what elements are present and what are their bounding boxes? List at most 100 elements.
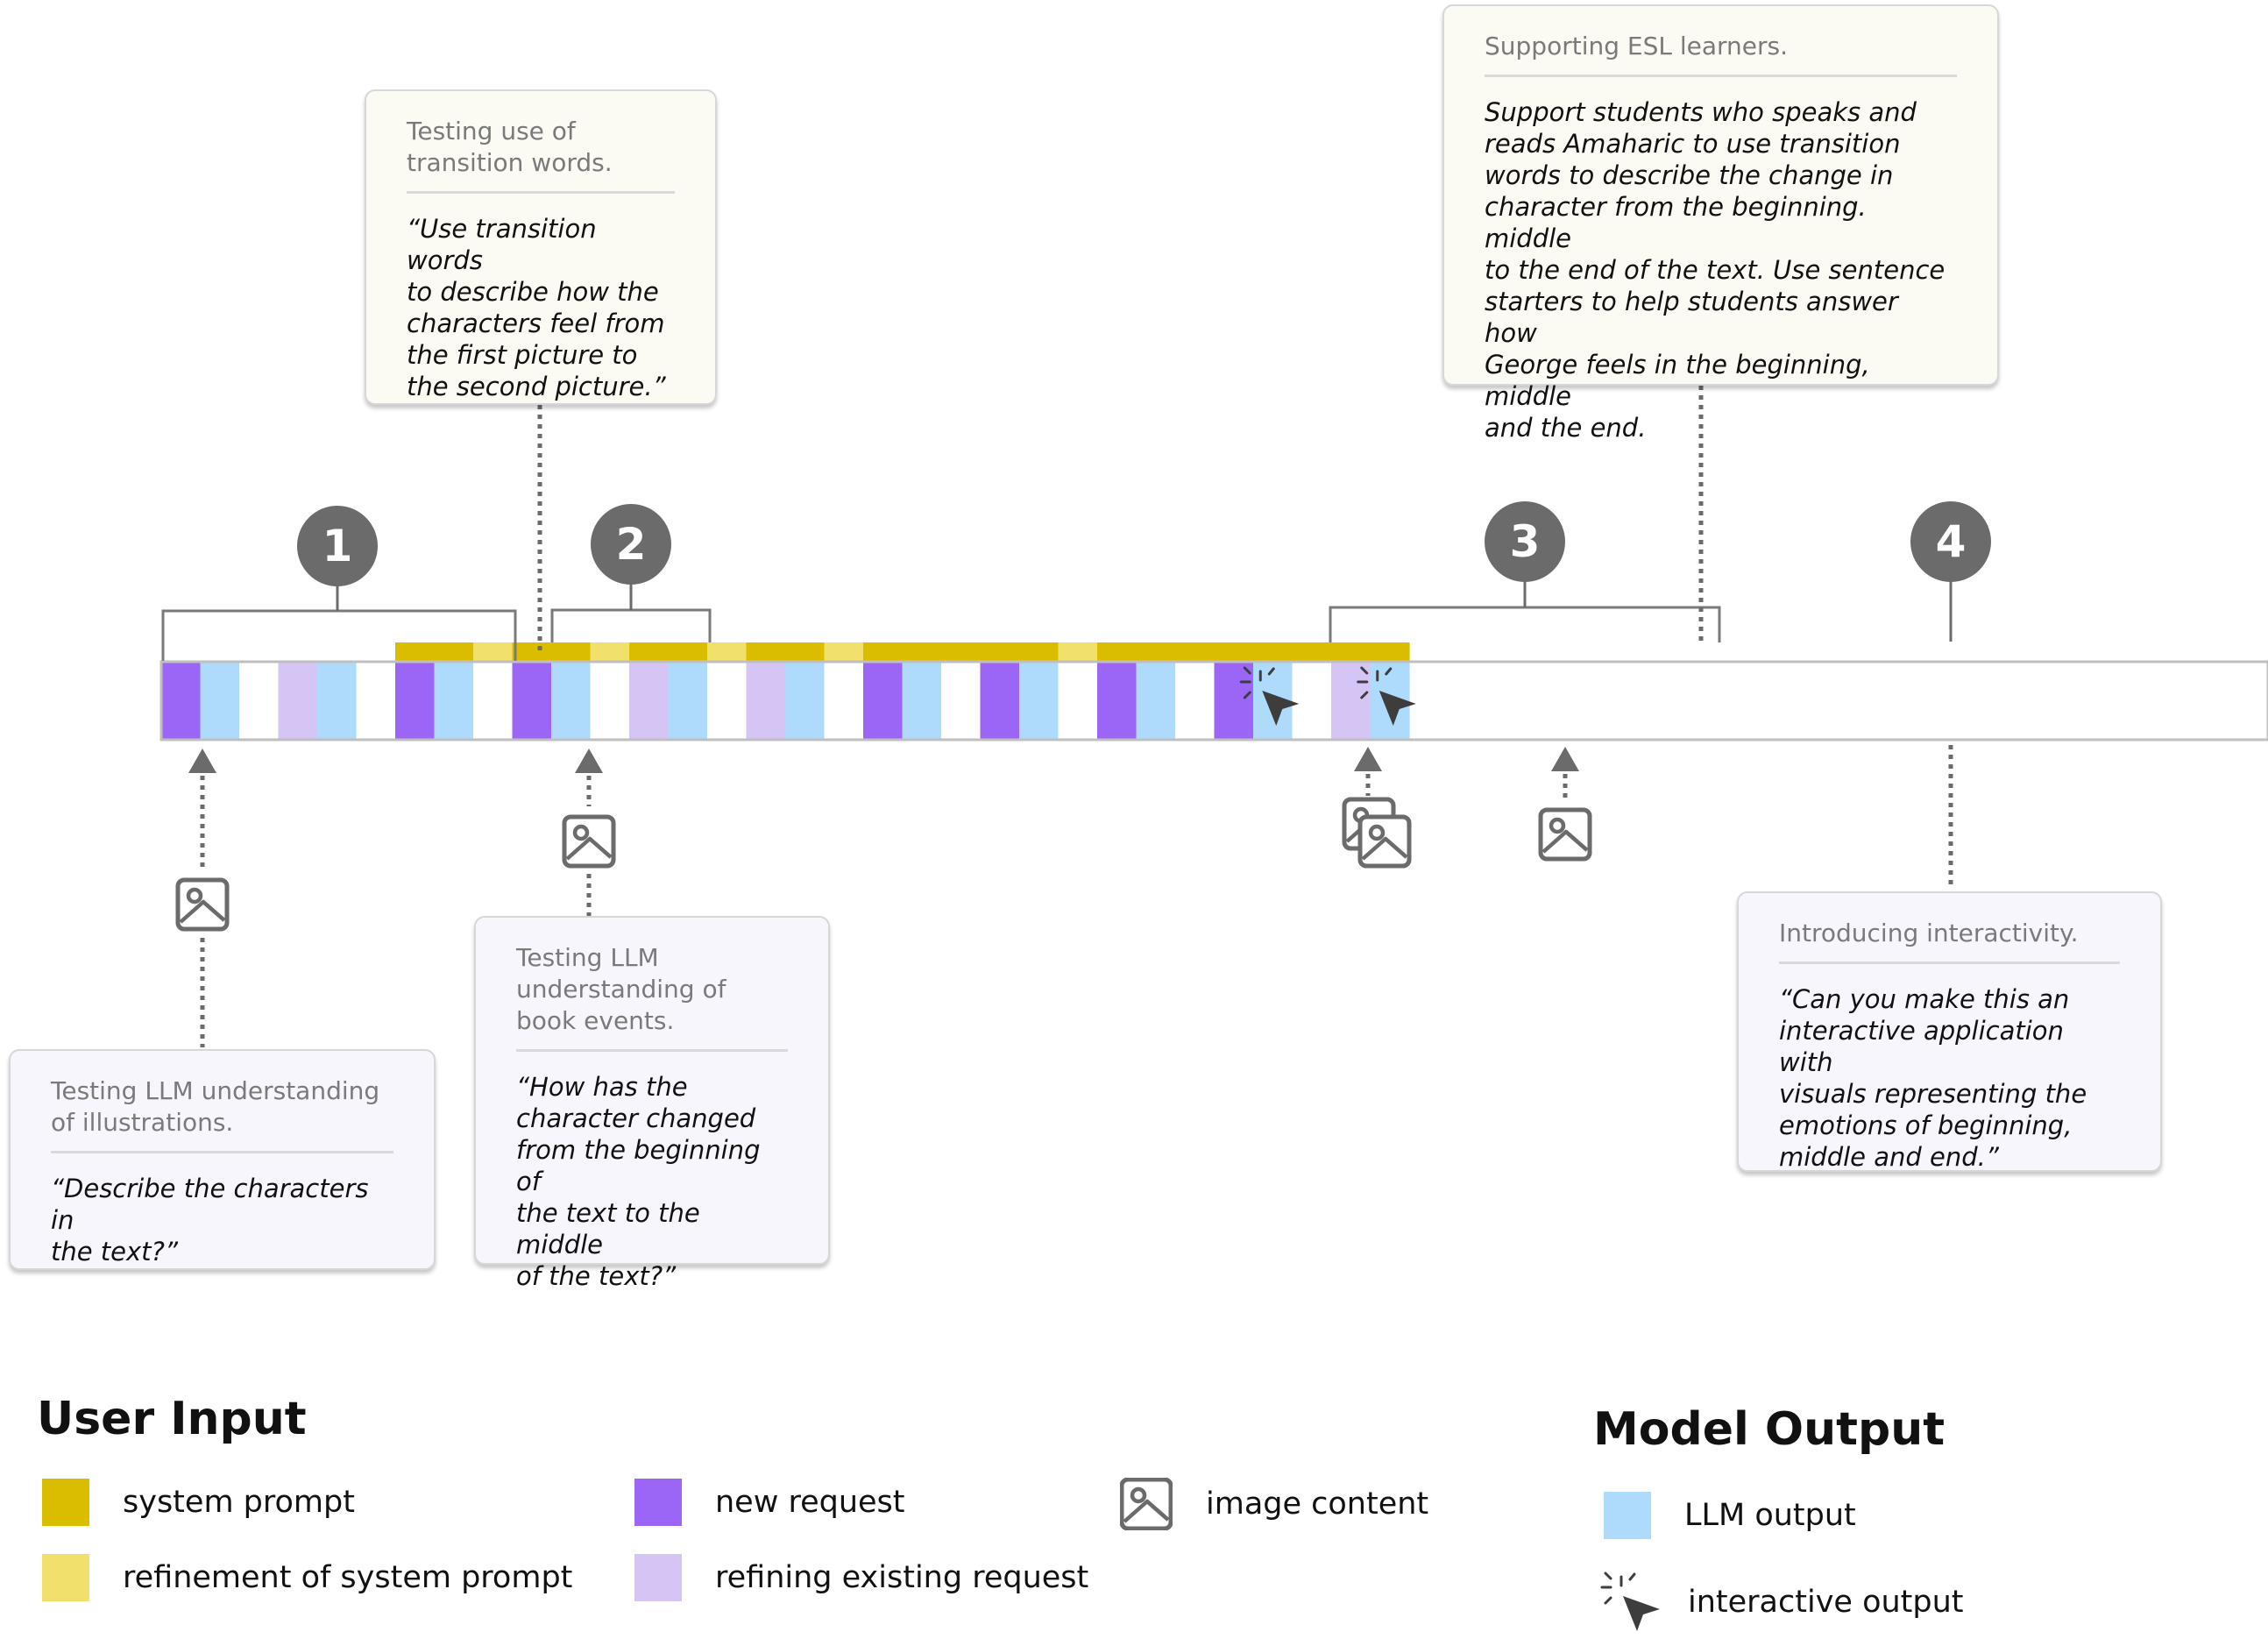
transition-words-card: Testing use of transition words. “Use tr… [365,89,717,405]
system-prompt-segment [1331,642,1371,663]
refining-request-block [629,663,670,740]
refining-request-block [278,663,318,740]
timeline-gap [1175,663,1216,740]
cursor-click-icon [1600,1572,1662,1633]
legend-label: system prompt [123,1485,355,1520]
new-request-block [1214,663,1254,740]
new-request-block [863,663,904,740]
card-title: Supporting ESL learners. [1485,31,1957,77]
image-marker-1 [178,749,227,1047]
card-quote: “Describe the characters in the text?” [51,1174,369,1266]
image-marker-3 [1344,747,1409,866]
legend-label: refining existing request [715,1560,1089,1595]
new-request-block [395,663,436,740]
new-request-block [980,663,1020,740]
system-prompt-segment [1292,642,1332,663]
llm-output-swatch [1604,1492,1651,1539]
legend-refining-request: refining existing request [634,1554,1088,1601]
card-quote: “How has the character changed from the … [516,1072,761,1291]
legend-label: new request [715,1485,905,1520]
image-icon [178,880,227,929]
image-icon [1120,1478,1173,1530]
multiple-images-icon [1360,817,1409,866]
system-prompt-segment [512,642,552,663]
model-output-heading: Model Output [1593,1403,1946,1456]
system-prompt-segment [1019,642,1060,663]
system-prompt-segment [941,642,982,663]
new-request-block [512,663,552,740]
llm-output-block [317,663,358,740]
legend-label: LLM output [1684,1498,1856,1533]
llm-output-block [902,663,942,740]
system-prompt-segment [902,642,942,663]
phase-1-number: 1 [322,521,353,571]
refinement-segment [590,642,630,663]
card-quote: Support students who speaks and reads Am… [1485,97,1946,443]
new-request-block [161,663,202,740]
phase-2-number: 2 [616,519,647,570]
card-title: Testing LLM understanding of book events… [516,942,788,1052]
refinement-segment [824,642,864,663]
system-prompt-segment [1370,642,1410,663]
timeline-gap [1292,663,1332,740]
system-prompt-segment [434,642,474,663]
refinement-segment [707,642,748,663]
timeline-gap [239,663,280,740]
llm-output-block [434,663,474,740]
system-prompt-segment [1097,642,1138,663]
system-prompt-segment [1253,642,1293,663]
legend-label: interactive output [1688,1585,1964,1620]
system-prompt-segment [1175,642,1216,663]
new-request-swatch [634,1479,682,1526]
interactivity-card: Introducing interactivity. “Can you make… [1737,891,2162,1172]
card-title: Introducing interactivity. [1779,918,2120,964]
legend-new-request: new request [634,1479,905,1526]
phase-1-bracket [161,609,517,661]
image-icon [564,817,613,866]
system-prompt-segment [746,642,786,663]
timeline-gap [707,663,748,740]
system-prompt-swatch [42,1479,89,1526]
image-icon [1541,810,1590,859]
phase-4-number: 4 [1936,516,1967,567]
timeline-gap [1058,663,1098,740]
llm-output-block [785,663,826,740]
timeline-gap [590,663,630,740]
phase-3-badge: 3 [1485,501,1565,582]
card-quote: “Use transition words to describe how th… [407,214,666,401]
system-prompt-segment [629,642,670,663]
llm-output-block [1019,663,1060,740]
refining-request-block [746,663,786,740]
legend-interactive-output: interactive output [1600,1572,1964,1633]
new-request-block [1097,663,1138,740]
system-prompt-segment [785,642,826,663]
refinement-swatch [42,1554,89,1601]
legend-llm-output: LLM output [1604,1492,1856,1539]
llm-output-block [668,663,708,740]
phase-1-badge: 1 [297,506,378,586]
system-prompt-segment [668,642,708,663]
system-prompt-segment [863,642,904,663]
system-prompt-segment [1214,642,1254,663]
system-prompt-segment [980,642,1020,663]
image-marker-4 [1541,747,1590,859]
system-prompt-segment [1136,642,1176,663]
phase-3-number: 3 [1510,516,1541,567]
system-prompt-segment [395,642,436,663]
card-title: Testing LLM understanding of illustratio… [51,1075,393,1153]
timeline-gap [473,663,514,740]
refinement-segment [1058,642,1098,663]
refining-request-block [1331,663,1371,740]
phase-3-bracket [1329,606,1721,642]
timeline-gap [941,663,982,740]
esl-learners-card: Supporting ESL learners. Support student… [1442,4,1999,443]
llm-output-block [551,663,592,740]
timeline-outline [159,660,2268,741]
legend-label: image content [1206,1486,1429,1522]
timeline-gap [356,663,396,740]
legend-refinement-system-prompt: refinement of system prompt [42,1554,572,1601]
system-prompt-segment [551,642,592,663]
card-quote: “Can you make this an interactive applic… [1779,984,2087,1172]
